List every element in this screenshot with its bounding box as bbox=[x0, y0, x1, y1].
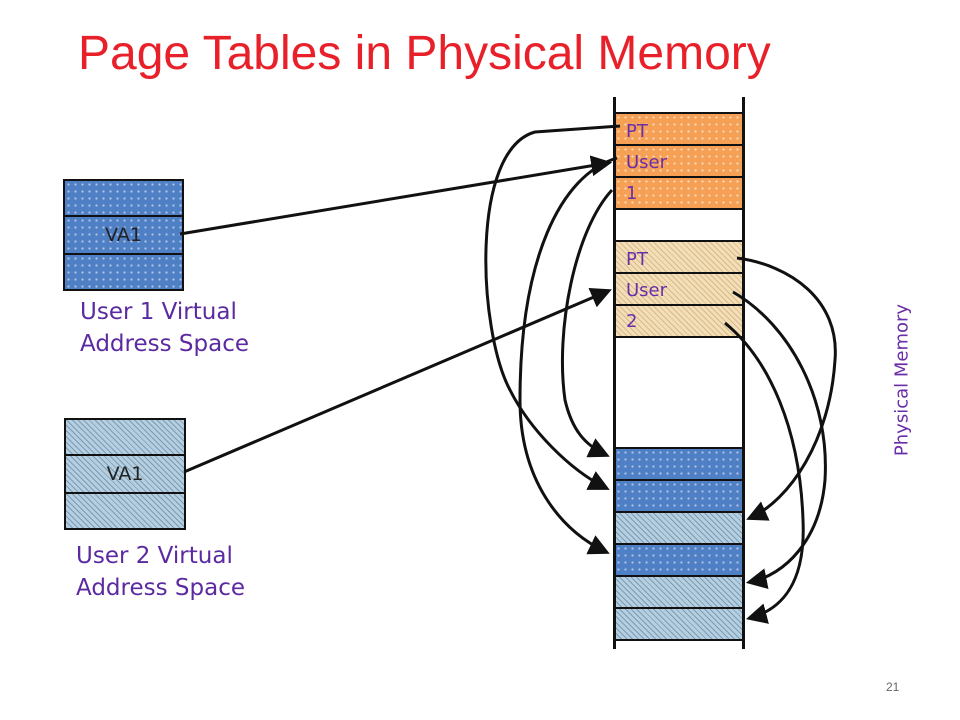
pm-empty-frame bbox=[615, 210, 744, 242]
pt-user2-label-1: PT bbox=[626, 249, 648, 270]
pm-left-rail bbox=[613, 97, 616, 649]
pt-user1-frame bbox=[615, 146, 744, 178]
pt-user1-label-1: PT bbox=[626, 121, 648, 142]
user1-physical-page bbox=[615, 449, 744, 481]
user2-physical-page bbox=[615, 609, 744, 641]
pm-top-border bbox=[615, 112, 744, 114]
arrow-pt-user2-entry3 bbox=[724, 321, 805, 624]
user2-page bbox=[66, 420, 184, 456]
pm-data-top-border bbox=[615, 447, 744, 449]
user1-physical-page bbox=[615, 481, 744, 513]
page-number: 21 bbox=[886, 680, 900, 694]
pt-user1-label-2: User bbox=[626, 152, 668, 173]
arrow-user1-va1-to-pt-user1 bbox=[179, 155, 613, 236]
pt-user2-frame bbox=[615, 306, 744, 338]
user2-virtual-address-space: VA1 bbox=[64, 418, 186, 530]
user1-caption-line2: Address Space bbox=[80, 331, 249, 357]
pt-user2-frame bbox=[615, 274, 744, 306]
arrow-pt-user2-entry1 bbox=[736, 256, 837, 521]
arrow-pt-user1-entry1 bbox=[484, 124, 621, 490]
user2-va1-label: VA1 bbox=[106, 463, 144, 485]
pt-user1-frame bbox=[615, 114, 744, 146]
user2-caption-line2: Address Space bbox=[76, 575, 245, 601]
user1-physical-page bbox=[615, 545, 744, 577]
arrow-pt-user1-entry2 bbox=[518, 156, 618, 555]
pt-user1-frame bbox=[615, 178, 744, 210]
pt-user1-label-3: 1 bbox=[626, 183, 638, 204]
user1-caption-line1: User 1 Virtual bbox=[80, 299, 237, 325]
user1-page bbox=[65, 255, 182, 289]
arrow-pt-user1-entry3 bbox=[560, 188, 614, 458]
user2-physical-page bbox=[615, 513, 744, 545]
user1-virtual-address-space: VA1 bbox=[63, 179, 184, 291]
user2-caption-line1: User 2 Virtual bbox=[76, 543, 233, 569]
pm-right-rail bbox=[742, 97, 745, 649]
slide-title: Page Tables in Physical Memory bbox=[78, 27, 771, 80]
user1-page bbox=[65, 181, 182, 217]
arrow-pt-user2-entry2 bbox=[732, 290, 827, 589]
user2-page bbox=[66, 494, 184, 528]
pt-user2-label-3: 2 bbox=[626, 311, 638, 332]
arrow-user2-va1-to-pt-user2 bbox=[183, 287, 612, 474]
user2-va1-page: VA1 bbox=[66, 456, 184, 494]
user1-va1-label: VA1 bbox=[105, 224, 142, 246]
user2-physical-page bbox=[615, 577, 744, 609]
pt-user2-label-2: User bbox=[626, 280, 668, 301]
user1-va1-page: VA1 bbox=[65, 217, 182, 255]
pt-user2-frame bbox=[615, 242, 744, 274]
